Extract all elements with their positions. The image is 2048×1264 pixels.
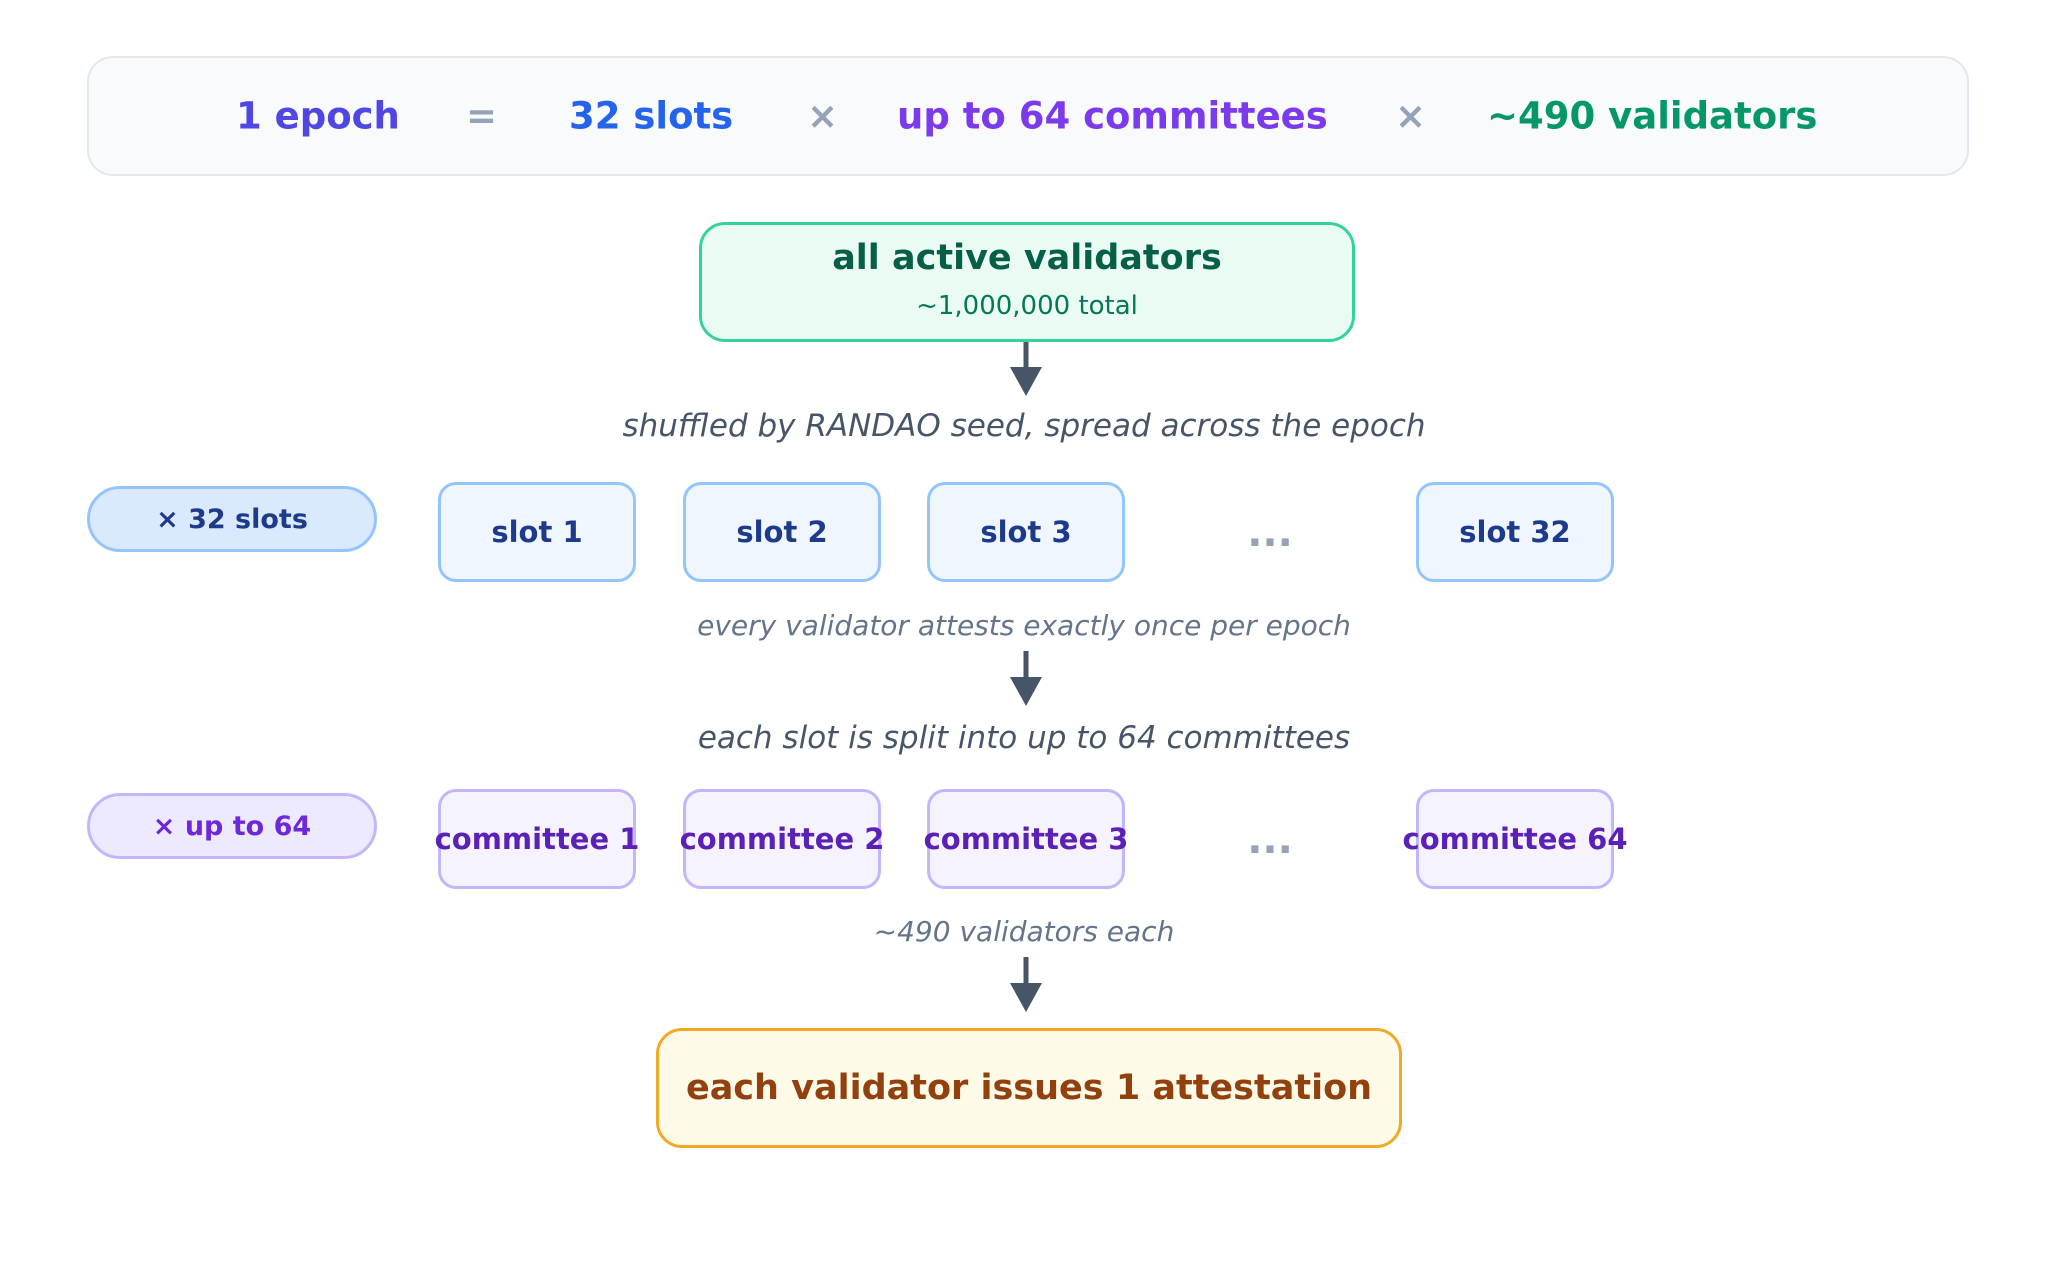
committee-box: committee 2: [680, 789, 884, 889]
multiply-sign: ×: [1395, 94, 1427, 138]
multiply-sign: ×: [807, 94, 839, 138]
attestation-node: each validator issues 1 attestation: [656, 1028, 1402, 1148]
committees-ellipsis: ...: [1247, 817, 1293, 863]
slot-box: slot 32: [1416, 482, 1614, 582]
slot-box: slot 3: [927, 482, 1125, 582]
equation-validators: ~490 validators: [1487, 94, 1818, 138]
equation-committees: up to 64 committees: [897, 94, 1328, 138]
slots-multiplier-pill: × 32 slots: [87, 486, 377, 552]
all-validators-subtitle: ~1,000,000 total: [916, 291, 1138, 321]
slots-ellipsis: ...: [1247, 510, 1293, 556]
slot-box: slot 2: [683, 482, 881, 582]
equation-banner: [87, 56, 1969, 176]
shuffle-caption: shuffled by RANDAO seed, spread across t…: [622, 408, 1426, 444]
arrow-1-head: [1010, 367, 1042, 396]
committees-multiplier-pill: × up to 64: [87, 793, 377, 859]
slot-box: slot 1: [438, 482, 636, 582]
equation-slots: 32 slots: [569, 94, 734, 138]
arrow-3-head: [1010, 983, 1042, 1012]
all-validators-title: all active validators: [832, 238, 1222, 278]
committee-box: committee 3: [924, 789, 1128, 889]
per-committee-caption: ~490 validators each: [873, 915, 1175, 948]
equation-epoch: 1 epoch: [236, 94, 400, 138]
arrow-2-head: [1010, 677, 1042, 706]
equals-sign: =: [466, 94, 498, 138]
split-caption: each slot is split into up to 64 committ…: [697, 720, 1351, 756]
committee-box: committee 1: [435, 789, 639, 889]
attest-once-caption: every validator attests exactly once per…: [697, 609, 1351, 642]
all-validators-node: [699, 222, 1355, 342]
committee-box: committee 64: [1403, 789, 1628, 889]
